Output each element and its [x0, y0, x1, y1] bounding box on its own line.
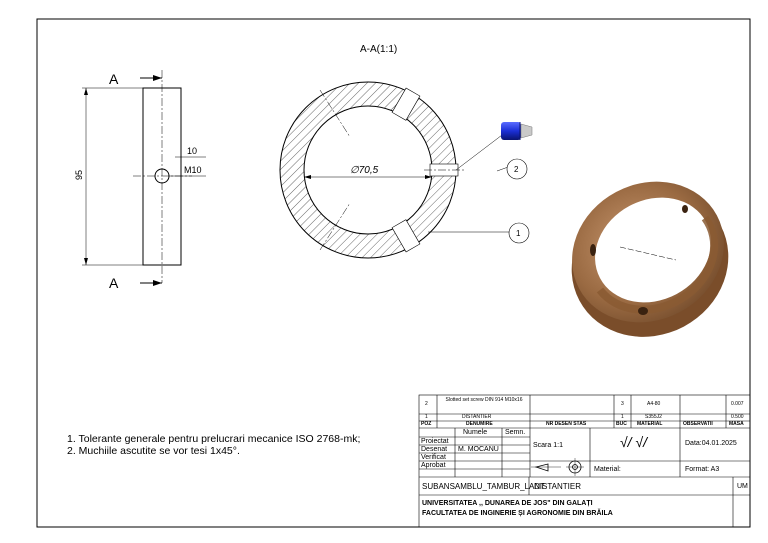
set-screw-3d	[501, 122, 533, 140]
balloon-2: 2	[514, 165, 519, 174]
scale-label: Scara 1:1	[533, 442, 563, 449]
format-label: Format: A3	[685, 466, 720, 473]
row2-denumire: Slotted set screw DIN 914 M10x16	[445, 397, 523, 403]
role-aprobat: Aprobat	[421, 462, 446, 469]
faculty-name: FACULTATEA DE INGINERIE ȘI AGRONOMIE DIN…	[422, 510, 613, 517]
desenat-name: M. MOCANU	[458, 446, 499, 453]
row1-material: S355J2	[645, 414, 662, 420]
ring-3d	[571, 181, 729, 337]
height-dimension: 95	[74, 170, 84, 180]
role-desenat: Desenat	[421, 446, 448, 453]
balloon-1: 1	[516, 229, 521, 238]
general-notes: 1. Tolerante generale pentru prelucrari …	[67, 433, 360, 457]
roughness-symbol: √/ √/	[620, 434, 648, 450]
header-obs: OBSERVATII	[683, 421, 713, 427]
side-view	[82, 70, 206, 286]
row2-buc: 3	[621, 401, 624, 407]
header-masa: MASA	[729, 421, 744, 427]
header-poz: POZ	[421, 421, 432, 427]
row1-denumire: DISTANTIER	[462, 414, 492, 420]
um-label: UM	[737, 483, 748, 490]
university-name: UNIVERSITATEA ,, DUNAREA DE JOS" DIN GAL…	[422, 500, 593, 507]
col-semn: Semn.	[505, 429, 526, 436]
section-view-title: A-A(1:1)	[360, 44, 397, 55]
material-label: Material:	[594, 466, 621, 473]
row1-masa: 0.500	[731, 414, 744, 420]
section-mark-bottom: A	[109, 275, 119, 291]
header-buc: BUC	[616, 421, 627, 427]
header-material: MATERIAL	[637, 421, 663, 427]
row1-poz: 1	[425, 414, 428, 420]
section-view	[279, 81, 530, 259]
note-2: 2. Muchiile ascutite se vor tesi 1x45°.	[67, 445, 240, 457]
projection-symbol-icon	[531, 458, 584, 476]
note-1: 1. Tolerante generale pentru prelucrari …	[67, 433, 361, 445]
part-name: DISTANTIER	[534, 482, 581, 491]
row2-poz: 2	[425, 401, 428, 407]
role-proiectat: Proiectat	[421, 438, 449, 445]
title-block	[418, 394, 751, 528]
row1-buc: 1	[621, 414, 624, 420]
header-denumire: DENUMIRE	[466, 421, 493, 427]
date-label: Data:04.01.2025	[685, 440, 737, 447]
sheet-border	[36, 18, 751, 528]
row2-material: A4-80	[647, 401, 661, 407]
col-numele: Numele	[463, 429, 488, 436]
role-verificat: Verificat	[421, 454, 446, 461]
header-nr: NR DESEN STAS	[546, 421, 587, 427]
assembly-name: SUBANSAMBLU_TAMBUR_LANT	[422, 482, 545, 491]
row2-masa: 0.007	[731, 401, 744, 407]
section-mark-top: A	[109, 71, 119, 87]
thread-label: M10	[184, 165, 202, 175]
diameter-dimension: ∅70,5	[350, 165, 379, 176]
offset-dimension: 10	[187, 146, 197, 156]
